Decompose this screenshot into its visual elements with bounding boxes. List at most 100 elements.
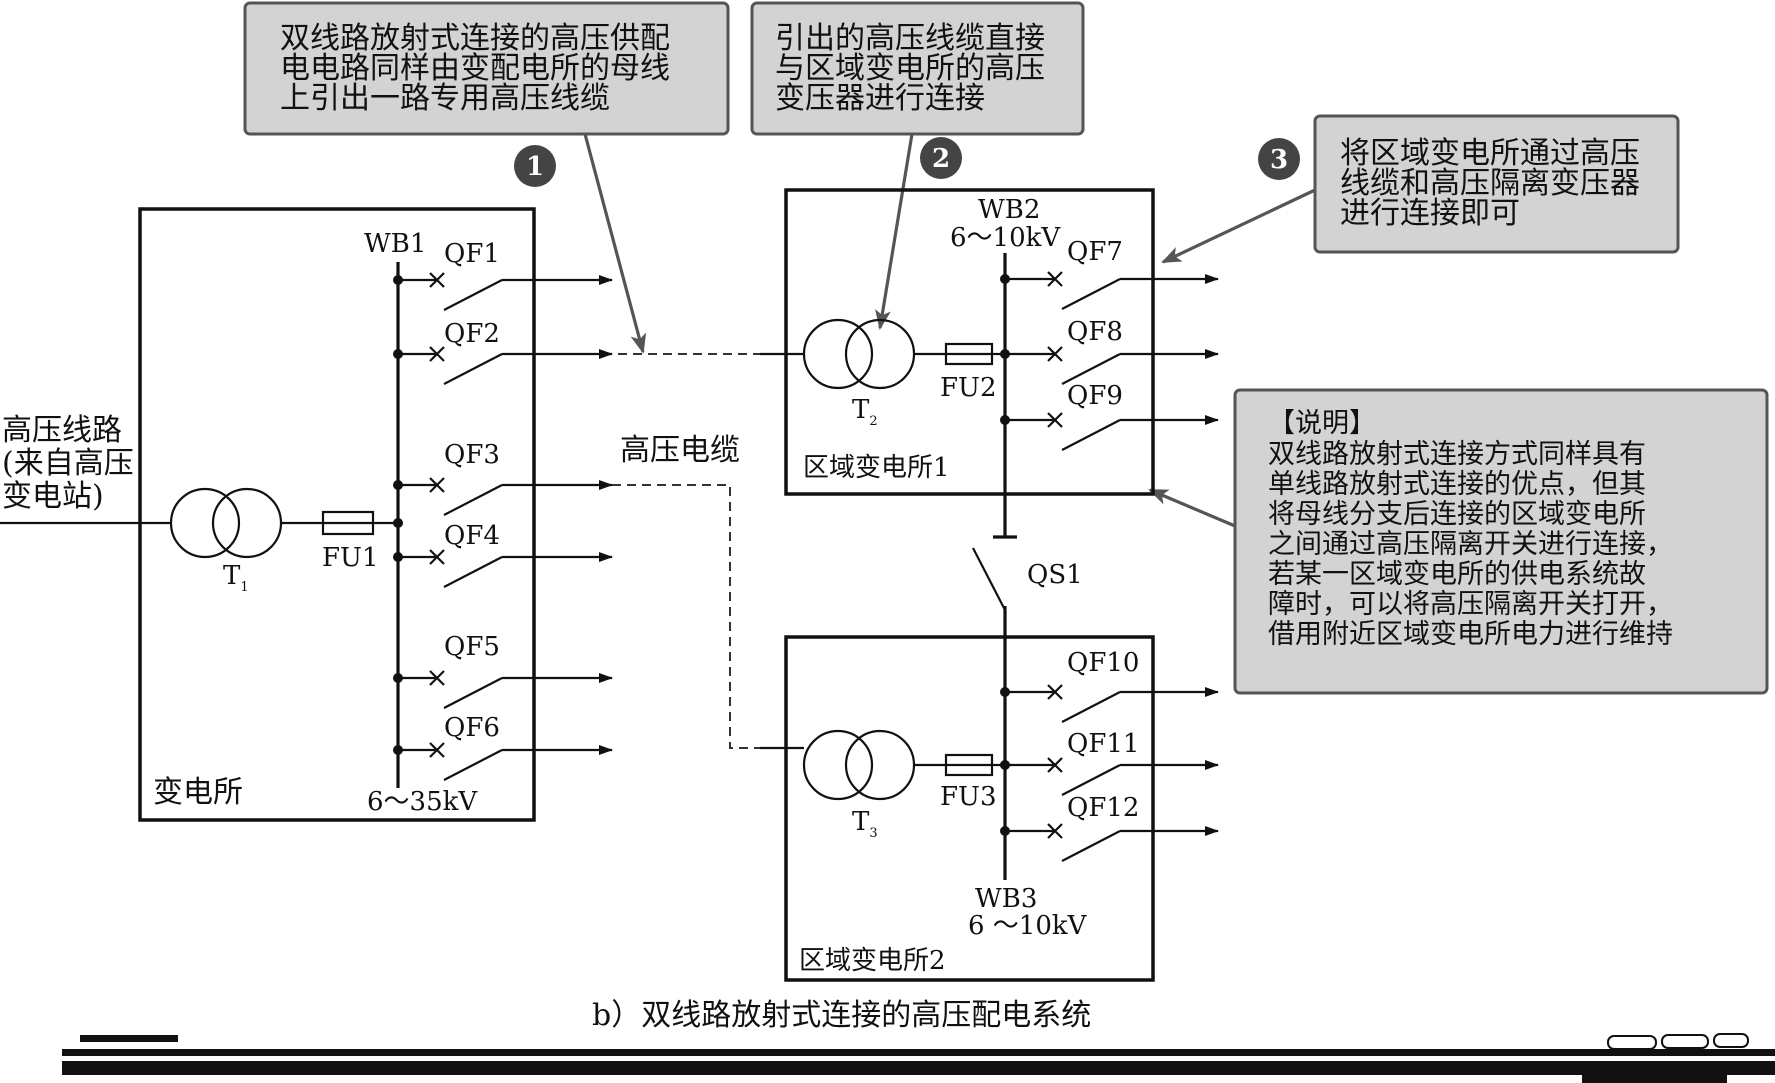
breaker-qf2: QF2	[393, 319, 613, 385]
fu1-label: FU1	[322, 543, 379, 573]
incoming-line-label-2: (来自高压	[2, 446, 134, 481]
qs1-blade	[972, 547, 1006, 611]
t2-label: T2	[852, 395, 878, 429]
note-line-4: 之间通过高压隔离开关进行连接，	[1268, 529, 1673, 560]
callout-1-number: 1	[526, 152, 544, 182]
callout-3: 将区域变电所通过高压 线缆和高压隔离变压器 进行连接即可 3	[1161, 114, 1680, 264]
qf10-label: QF10	[1067, 648, 1139, 678]
callout-2-line-2: 与区域变电所的高压	[775, 51, 1045, 86]
note-pointer	[1148, 488, 1236, 528]
qf6-label: QF6	[444, 713, 500, 743]
footer-ornament-2	[1661, 1034, 1709, 1049]
t1-label: T1	[223, 561, 249, 595]
breaker-qf10: QF10	[1000, 648, 1219, 723]
footer-rule-thin	[62, 1049, 1775, 1056]
footer-ornament-1	[1607, 1035, 1657, 1050]
callout-1-line-1: 双线路放射式连接的高压供配	[280, 21, 670, 56]
qf9-label: QF9	[1067, 381, 1123, 411]
main-substation: 变电所 WB1 6～35kV T1 FU1 QF1	[0, 207, 613, 822]
footer-tab-right	[1582, 1066, 1727, 1083]
wb3-voltage: 6 ～10kV	[968, 911, 1088, 941]
callout-2-line-1: 引出的高压线缆直接	[775, 21, 1045, 56]
note-line-7: 借用附近区域变电所电力进行维持	[1268, 619, 1673, 650]
callout-1-line-2: 电电路同样由变配电所的母线	[280, 51, 670, 86]
cable-to-regional2	[612, 484, 760, 749]
wb2-voltage: 6～10kV	[950, 223, 1061, 253]
qf7-label: QF7	[1067, 237, 1123, 267]
note-box: 【说明】 双线路放射式连接方式同样具有 单线路放射式连接的优点，但其 将母线分支…	[1148, 388, 1769, 695]
qf11-label: QF11	[1067, 729, 1139, 759]
callout-3-pointer	[1161, 188, 1316, 264]
breaker-qf6: QF6	[393, 713, 613, 781]
note-title: 【说明】	[1268, 408, 1376, 439]
breaker-qf8: QF8	[1000, 317, 1219, 385]
regional1-name: 区域变电所1	[803, 453, 950, 483]
breaker-qf12: QF12	[1000, 793, 1219, 862]
breaker-qf4: QF4	[393, 521, 613, 588]
callout-3-line-2: 线缆和高压隔离变压器	[1340, 166, 1640, 201]
note-line-5: 若某一区域变电所的供电系统故	[1268, 559, 1646, 590]
qf5-label: QF5	[444, 632, 500, 662]
incoming-line-label-3: 变电站)	[2, 479, 104, 514]
qf1-label: QF1	[444, 239, 500, 269]
note-line-2: 单线路放射式连接的优点，但其	[1268, 469, 1646, 500]
callout-1-badge	[514, 145, 556, 187]
incoming-line-label-1: 高压线路	[2, 413, 122, 448]
regional1-frame	[784, 188, 1155, 496]
breaker-qf9: QF9	[1000, 381, 1219, 451]
fu2-label: FU2	[940, 373, 997, 403]
hv-cables: 高压电缆	[612, 353, 760, 749]
footer-rule	[62, 1033, 1775, 1083]
main-substation-name: 变电所	[153, 775, 243, 810]
qs1-label: QS1	[1027, 560, 1083, 590]
callout-1: 双线路放射式连接的高压供配 电电路同样由变配电所的母线 上引出一路专用高压线缆 …	[243, 1, 730, 354]
callout-2-number: 2	[932, 144, 950, 174]
callout-3-number: 3	[1270, 145, 1288, 175]
qf3-label: QF3	[444, 440, 500, 470]
incoming-line-label: 高压线路 (来自高压 变电站)	[2, 413, 134, 514]
cable-label: 高压电缆	[620, 433, 740, 468]
main-substation-frame	[138, 207, 536, 822]
callout-3-badge	[1258, 138, 1300, 180]
regional2-frame	[784, 635, 1155, 982]
callout-3-line-1: 将区域变电所通过高压	[1340, 136, 1640, 171]
callout-2-line-3: 变压器进行连接	[775, 81, 985, 116]
isolator-qs1: QS1	[972, 547, 1083, 640]
qf8-label: QF8	[1067, 317, 1123, 347]
wb3-label: WB3	[975, 884, 1037, 914]
callout-2: 引出的高压线缆直接 与区域变电所的高压 变压器进行连接 2	[750, 1, 1085, 330]
breaker-qf3: QF3	[393, 440, 613, 516]
note-line-6: 障时，可以将高压隔离开关打开，	[1268, 589, 1673, 620]
wb1-junction-feed	[393, 518, 403, 528]
figure-caption: b）双线路放射式连接的高压配电系统	[592, 998, 1091, 1033]
note-line-1: 双线路放射式连接方式同样具有	[1268, 439, 1646, 470]
fu3-label: FU3	[940, 782, 997, 812]
qf2-label: QF2	[444, 319, 500, 349]
footer-ornament-3	[1713, 1033, 1749, 1048]
breaker-qf11: QF11	[1000, 729, 1219, 796]
footer-rule-thick	[62, 1061, 1775, 1075]
transformer-t1	[169, 487, 283, 559]
wb1-label: WB1	[364, 229, 426, 259]
breaker-qf5: QF5	[393, 632, 613, 709]
breaker-qf1: QF1	[393, 239, 613, 311]
footer-tab-left	[80, 1035, 178, 1042]
regional2-name: 区域变电所2	[799, 946, 946, 976]
callout-1-line-3: 上引出一路专用高压线缆	[280, 81, 610, 116]
regional-substation-1: 区域变电所1 WB2 6～10kV T2 FU2 QF7	[760, 188, 1219, 539]
transformer-t2	[802, 318, 916, 390]
wb2-label: WB2	[978, 195, 1040, 225]
transformer-t3	[802, 729, 916, 801]
callout-3-line-3: 进行连接即可	[1340, 196, 1520, 231]
wb1-voltage: 6～35kV	[367, 787, 478, 817]
note-line-3: 将母线分支后连接的区域变电所	[1268, 499, 1646, 530]
qf12-label: QF12	[1067, 793, 1139, 823]
qf4-label: QF4	[444, 521, 500, 551]
regional-substation-2: 区域变电所2 WB3 6 ～10kV T3 FU3 QF10	[760, 635, 1219, 982]
callout-2-pointer	[875, 133, 914, 330]
breaker-qf7: QF7	[1000, 237, 1219, 310]
callout-1-pointer	[583, 133, 647, 354]
t3-label: T3	[852, 807, 878, 841]
callout-2-badge	[920, 137, 962, 179]
